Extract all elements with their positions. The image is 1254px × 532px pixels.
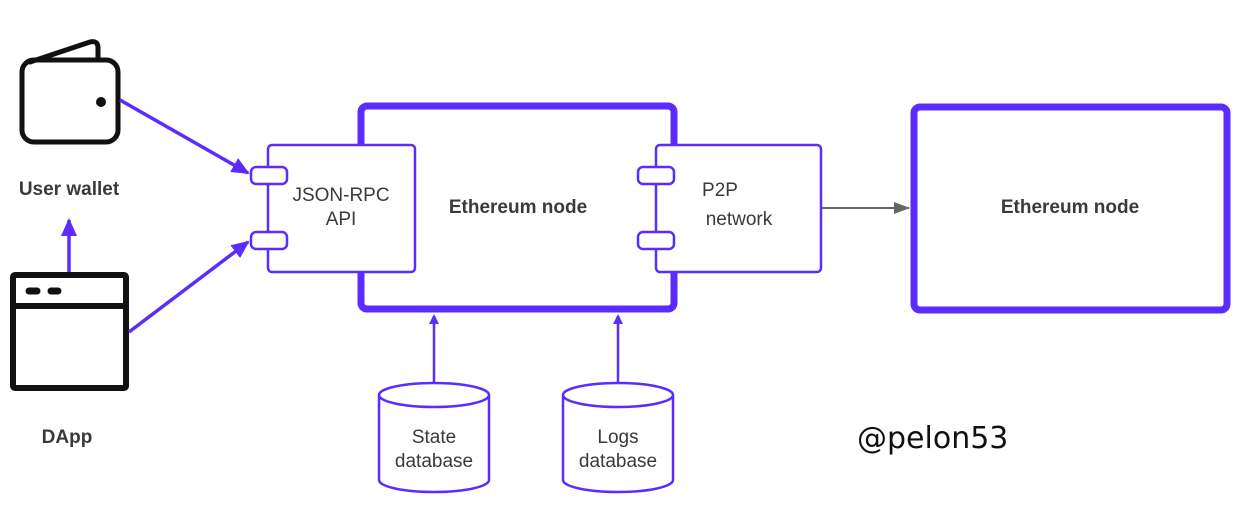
ethereum-node-main-label: Ethereum node xyxy=(449,197,587,218)
json-rpc-label-line1: JSON-RPC xyxy=(292,185,389,206)
browser-window-icon xyxy=(10,272,129,391)
state-db-label-line2: database xyxy=(395,451,473,472)
dapp-label: DApp xyxy=(42,427,93,448)
json-rpc-component xyxy=(249,143,417,274)
wallet-icon xyxy=(19,39,121,145)
ethereum-node-peer-label: Ethereum node xyxy=(1001,197,1139,218)
json-rpc-label-line2: API xyxy=(326,209,357,230)
user-wallet-label: User wallet xyxy=(19,179,120,200)
logs-db-label-line1: Logs xyxy=(597,427,638,448)
p2p-label-line2: network xyxy=(706,209,773,230)
author-credit: @pelon53 xyxy=(857,421,1008,456)
port-bottom xyxy=(249,230,289,251)
logs-db-label-line2: database xyxy=(579,451,657,472)
port-top xyxy=(249,165,289,186)
port-bottom xyxy=(636,230,676,251)
logs-database-cylinder xyxy=(561,381,675,494)
port-top xyxy=(636,165,676,186)
p2p-label-line1: P2P xyxy=(702,180,738,201)
ethereum-node-peer-box xyxy=(910,103,1231,314)
state-db-label-line1: State xyxy=(412,427,456,448)
wallet-to-jsonrpc-arrow xyxy=(119,98,250,175)
p2p-component xyxy=(636,143,823,274)
dapp-to-jsonrpc-arrow xyxy=(127,240,250,334)
state-database-cylinder xyxy=(377,381,491,494)
